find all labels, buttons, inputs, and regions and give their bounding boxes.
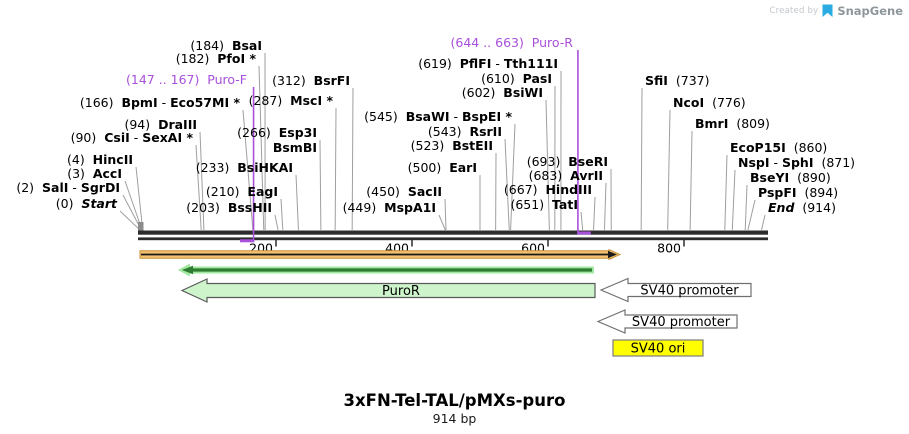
site-line (199, 131, 205, 231)
site-line (689, 130, 693, 231)
site-line (242, 109, 254, 231)
feature-puror-label: PuroR (382, 284, 420, 299)
site-label: (182) PfoI * (176, 51, 257, 66)
site-line (504, 138, 510, 231)
site-label: (184) BsaI (190, 38, 262, 53)
site-label: (94) DraIII (124, 117, 197, 132)
site-label: BseYI (890) (750, 170, 831, 185)
site-label: (602) BsiWI (462, 85, 543, 100)
site-line (274, 214, 279, 231)
site-label: End (914) (768, 200, 836, 215)
feature-sv40-ori-label: SV40 ori (631, 342, 686, 357)
site-label: (683) AvrII (529, 168, 603, 183)
site-line (124, 180, 143, 231)
start-sites-marker (138, 222, 144, 231)
feature-reverse-arrow-core (182, 265, 592, 275)
scale-tick-label: 800 (657, 241, 681, 256)
site-label: (545) BsaWI - BspEI * (364, 109, 512, 124)
site-line (135, 166, 144, 231)
site-line (667, 109, 671, 231)
site-label: (3) AccI (67, 166, 122, 181)
site-line (510, 123, 516, 231)
site-line (258, 65, 265, 231)
site-line (295, 174, 299, 231)
feature-sv40-promoter-2-label: SV40 promoter (632, 315, 731, 330)
watermark: Created by SnapGene (770, 4, 903, 18)
site-line (351, 87, 354, 231)
site-label: (90) CsiI - SexAI * (71, 130, 194, 145)
watermark-created-by: Created by (769, 6, 819, 16)
site-label: (0) Start (56, 196, 118, 211)
site-line (747, 199, 756, 231)
site-label: BmrI (809) (695, 116, 770, 131)
site-label: PspFI (894) (758, 185, 838, 200)
primer-bar (239, 239, 254, 243)
site-line (444, 198, 447, 231)
site-label: NspI - SphI (871) (738, 155, 855, 170)
site-line (640, 87, 643, 231)
site-label: NcoI (776) (673, 95, 746, 110)
site-label: (2) SalI - SgrDI (16, 180, 120, 195)
snapgene-logo-icon (822, 4, 833, 17)
site-line (119, 210, 141, 231)
site-label: (450) SacII (366, 184, 442, 199)
site-line (334, 107, 337, 231)
primer-label: (644 .. 663) Puro-R (451, 35, 574, 50)
site-line (761, 214, 766, 231)
site-label: (4) HincII (67, 152, 133, 167)
site-label: (449) MspA1I (343, 200, 436, 215)
site-label: (651) TatI (510, 197, 578, 212)
plasmid-title: 3xFN-Tel-TAL/pMXs-puro (343, 391, 566, 410)
site-line (593, 196, 596, 231)
site-label: (543) RsrII (428, 124, 502, 139)
site-label: (619) PflFI - Tth111I (418, 56, 558, 71)
site-line (195, 144, 202, 231)
map-baseline-top (138, 230, 768, 235)
plasmid-length: 914 bp (432, 410, 477, 426)
site-label: SfiI (737) (645, 73, 709, 88)
site-label: (210) EagI (206, 184, 278, 199)
site-label: EcoP15I (860) (730, 140, 827, 155)
site-label: (266) Esp3I (237, 125, 317, 140)
site-label: (693) BseRI (527, 154, 608, 169)
feature-sv40-promoter-1-label: SV40 promoter (640, 284, 739, 299)
feature-sv40-ori-box (612, 339, 704, 357)
site-label: (287) MscI * (249, 93, 334, 108)
primer-label: (147 .. 167) Puro-F (126, 72, 247, 87)
site-line (744, 184, 748, 231)
site-line (580, 211, 584, 231)
site-label: (233) BsiHKAI (196, 160, 293, 175)
feature-orf-core-arrowhead (608, 250, 617, 259)
site-line (545, 99, 550, 231)
feature-puror-arrow (180, 278, 596, 303)
site-label: (500) EarI (408, 160, 477, 175)
watermark-brand: SnapGene (837, 4, 903, 18)
title-block: 3xFN-Tel-TAL/pMXs-puro 914 bp (0, 391, 909, 427)
site-line (724, 154, 728, 231)
site-label: (203) BssHII (186, 200, 272, 215)
site-label: BsmBI (273, 140, 317, 155)
feature-sv40-promoter-2-arrow (596, 309, 738, 334)
feature-sv40-promoter-1-arrow (599, 277, 752, 303)
site-line (438, 214, 446, 231)
site-label: (523) BstEII (411, 138, 493, 153)
site-line (731, 169, 736, 231)
primer-bar (577, 231, 591, 235)
site-label: (166) BpmI - Eco57MI * (80, 95, 241, 110)
site-line (319, 139, 322, 231)
site-line (603, 182, 607, 231)
site-label: (312) BsrFI (272, 73, 350, 88)
site-line (280, 198, 284, 231)
map-baseline-bottom (138, 237, 768, 241)
site-label: (610) PasI (481, 71, 552, 86)
site-label: (667) HindIII (504, 182, 592, 197)
